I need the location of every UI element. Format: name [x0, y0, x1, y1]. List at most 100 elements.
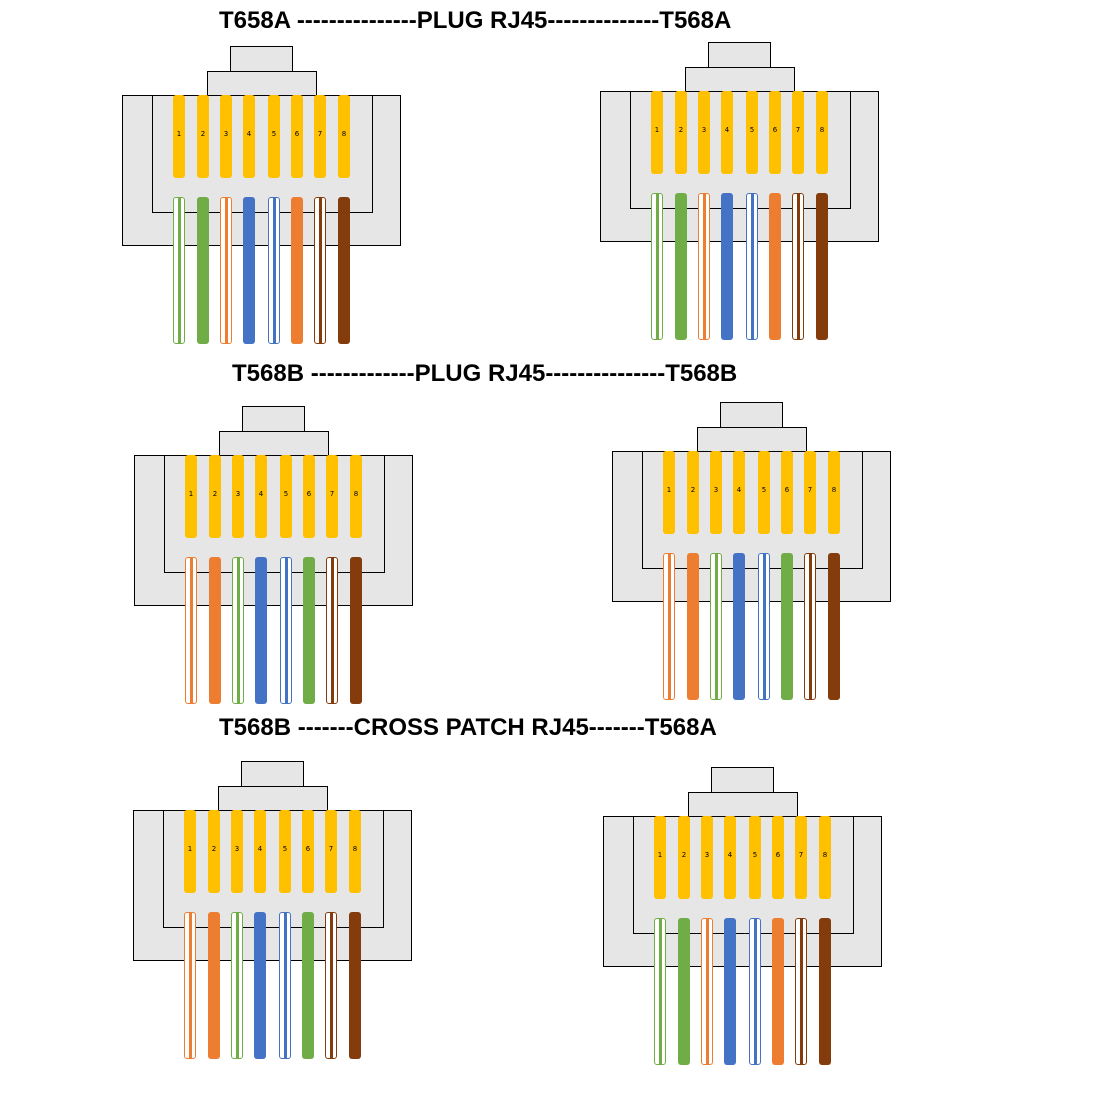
- pin-number-label: 3: [713, 486, 719, 494]
- contact-pin: 5: [758, 451, 770, 534]
- wire-blue: [724, 918, 736, 1065]
- plug-latch-base: [685, 67, 795, 92]
- wire-stripe: [319, 198, 322, 343]
- plug-latch-top: [230, 46, 293, 72]
- pin-number-label: 5: [752, 851, 758, 859]
- wire-stripe: [330, 913, 333, 1058]
- pin-number-label: 2: [211, 845, 217, 853]
- pin-number-label: 8: [352, 845, 358, 853]
- pin-number-label: 8: [831, 486, 837, 494]
- wire-brown: [828, 553, 840, 700]
- pin-number-label: 8: [341, 130, 347, 138]
- contact-pin: 5: [280, 455, 292, 538]
- plug-inner-cavity: [163, 810, 384, 928]
- pin-number-label: 1: [654, 126, 660, 134]
- wire-stripe: [706, 919, 709, 1064]
- wire-brown: [816, 193, 828, 340]
- contact-pin: 5: [746, 91, 758, 174]
- pin-number-label: 2: [200, 130, 206, 138]
- contact-pin: 8: [338, 95, 350, 178]
- wire-white-orange: [220, 197, 232, 344]
- wire-white-green: [710, 553, 722, 700]
- plug-housing: [134, 455, 413, 606]
- wire-white-brown: [792, 193, 804, 340]
- wire-white-brown: [326, 557, 338, 704]
- wire-white-green: [173, 197, 185, 344]
- wire-stripe: [237, 558, 240, 703]
- wire-white-orange: [698, 193, 710, 340]
- wire-white-blue: [280, 557, 292, 704]
- wire-stripe: [659, 919, 662, 1064]
- diagram-title-cross-patch: T568B -------CROSS PATCH RJ45-------T568…: [219, 714, 717, 741]
- plug-inner-cavity: [152, 95, 373, 213]
- wire-blue: [733, 553, 745, 700]
- contact-pin: 6: [769, 91, 781, 174]
- plug-housing: [612, 451, 891, 602]
- contact-pin: 7: [795, 816, 807, 899]
- wire-orange: [687, 553, 699, 700]
- wire-white-green: [232, 557, 244, 704]
- contact-pin: 5: [268, 95, 280, 178]
- wire-green: [197, 197, 209, 344]
- wire-white-orange: [184, 912, 196, 1059]
- contact-pin: 3: [231, 810, 243, 893]
- pin-number-label: 6: [784, 486, 790, 494]
- pin-number-label: 6: [306, 490, 312, 498]
- contact-pin: 7: [792, 91, 804, 174]
- wire-brown: [350, 557, 362, 704]
- pin-number-label: 4: [736, 486, 742, 494]
- contact-pin: 2: [687, 451, 699, 534]
- wire-orange: [291, 197, 303, 344]
- contact-pin: 5: [749, 816, 761, 899]
- wire-stripe: [715, 554, 718, 699]
- contact-pin: 4: [243, 95, 255, 178]
- pin-number-label: 6: [775, 851, 781, 859]
- pin-number-label: 7: [798, 851, 804, 859]
- pin-number-label: 4: [724, 126, 730, 134]
- contact-pin: 3: [220, 95, 232, 178]
- pin-number-label: 4: [257, 845, 263, 853]
- contact-pin: 3: [710, 451, 722, 534]
- pin-number-label: 1: [657, 851, 663, 859]
- pin-number-label: 3: [234, 845, 240, 853]
- plug-latch-top: [241, 761, 304, 787]
- wire-stripe: [284, 913, 287, 1058]
- contact-pin: 8: [349, 810, 361, 893]
- pin-number-label: 5: [271, 130, 277, 138]
- pin-number-label: 6: [772, 126, 778, 134]
- pin-number-label: 7: [317, 130, 323, 138]
- wire-brown: [338, 197, 350, 344]
- pin-number-label: 1: [666, 486, 672, 494]
- wire-stripe: [273, 198, 276, 343]
- plug-latch-base: [697, 427, 807, 452]
- contact-pin: 2: [209, 455, 221, 538]
- wire-orange: [208, 912, 220, 1059]
- contact-pin: 6: [303, 455, 315, 538]
- wire-white-orange: [663, 553, 675, 700]
- wire-orange: [769, 193, 781, 340]
- wire-white-blue: [749, 918, 761, 1065]
- pin-number-label: 5: [282, 845, 288, 853]
- contact-pin: 4: [255, 455, 267, 538]
- contact-pin: 1: [651, 91, 663, 174]
- plug-housing: [133, 810, 412, 961]
- wire-stripe: [668, 554, 671, 699]
- wire-blue: [255, 557, 267, 704]
- plug-inner-cavity: [642, 451, 863, 569]
- wire-white-orange: [701, 918, 713, 1065]
- wire-white-green: [651, 193, 663, 340]
- pin-number-label: 7: [328, 845, 334, 853]
- wire-stripe: [800, 919, 803, 1064]
- wire-white-green: [231, 912, 243, 1059]
- wire-white-blue: [268, 197, 280, 344]
- pin-number-label: 3: [223, 130, 229, 138]
- wire-orange: [772, 918, 784, 1065]
- contact-pin: 1: [663, 451, 675, 534]
- pin-number-label: 2: [690, 486, 696, 494]
- wire-blue: [243, 197, 255, 344]
- contact-pin: 1: [654, 816, 666, 899]
- wire-white-brown: [314, 197, 326, 344]
- contact-pin: 1: [173, 95, 185, 178]
